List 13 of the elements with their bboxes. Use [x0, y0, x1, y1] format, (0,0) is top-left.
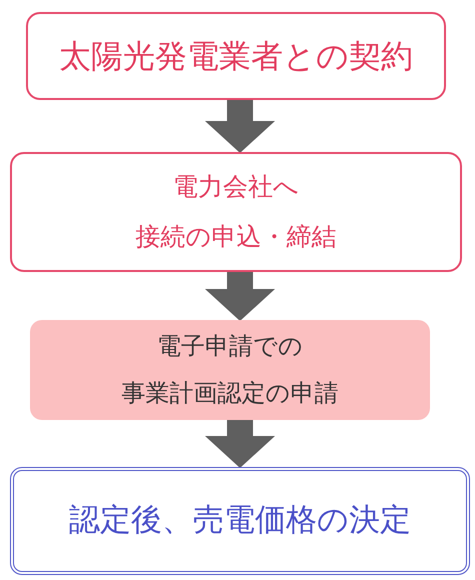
step-text: 認定後、売電価格の決定 — [69, 502, 411, 540]
step-text: 太陽光発電業者との契約 — [59, 36, 413, 76]
step-text: 事業計画認定の申請 — [122, 379, 338, 408]
step-text: 電子申請での — [157, 332, 303, 361]
step-text: 電力会社へ — [173, 172, 299, 202]
arrow — [205, 100, 275, 153]
arrow — [205, 272, 275, 321]
step-text: 接続の申込・締結 — [136, 222, 336, 252]
process-box — [10, 152, 462, 272]
process-box — [10, 467, 470, 575]
process-box — [26, 12, 446, 100]
arrow — [205, 420, 275, 468]
process-box — [30, 320, 430, 420]
